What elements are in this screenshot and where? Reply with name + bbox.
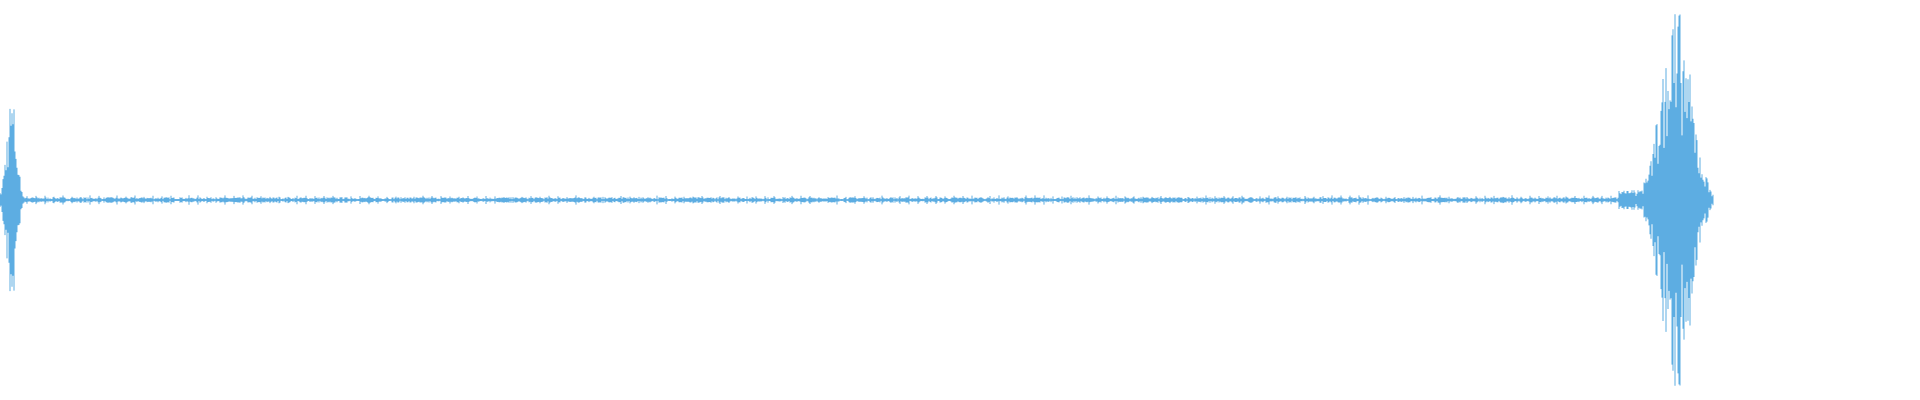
waveform-bars	[0, 14, 1714, 386]
waveform-amplitude-path	[0, 14, 1714, 386]
